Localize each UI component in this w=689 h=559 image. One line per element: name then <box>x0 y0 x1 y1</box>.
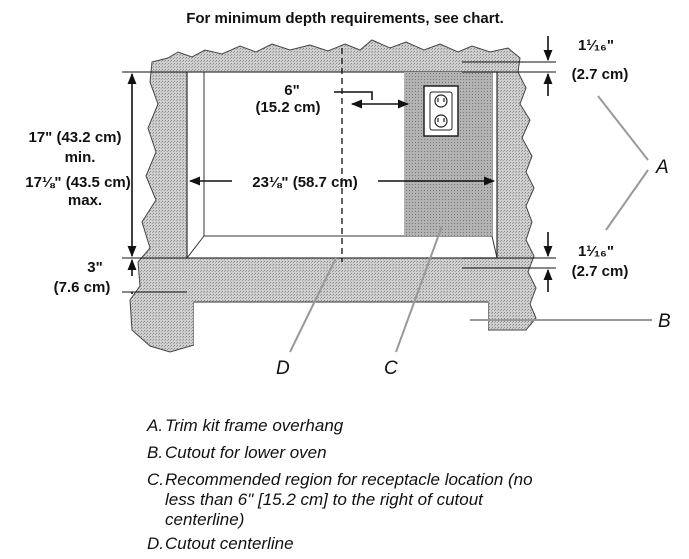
legend-text: Cutout centerline <box>165 534 294 553</box>
legend-text: Trim kit frame overhang <box>165 416 344 435</box>
offset-arrow <box>334 91 373 100</box>
legend-key: A. <box>147 416 164 435</box>
width-label: 23⅛" (58.7 cm) <box>252 174 358 191</box>
callout-a: A <box>655 157 669 178</box>
legend-item-d: D.Cutout centerline <box>147 534 294 554</box>
leader-d <box>289 257 337 353</box>
legend-item-b: B.Cutout for lower oven <box>147 443 327 463</box>
outlet-icon <box>423 85 459 137</box>
height-min-suffix: min. <box>65 149 96 166</box>
legend-key: B. <box>147 443 164 462</box>
legend-item-a: A.Trim kit frame overhang <box>147 416 343 436</box>
offset-inch-label: 6" <box>284 82 299 99</box>
bottom-inch-label: 3" <box>87 259 102 276</box>
lower-oven-cutout <box>194 302 488 362</box>
height-max-label: 17⅛" (43.5 cm) <box>25 174 131 191</box>
overhang-top-label: 1¹⁄₁₆" <box>578 37 614 54</box>
leader-a-top <box>597 95 649 161</box>
callout-d: D <box>276 358 290 379</box>
height-max-suffix: max. <box>68 192 102 209</box>
overhang-bottom-metric-label: (2.7 cm) <box>572 263 629 280</box>
bottom-cm-label: (7.6 cm) <box>54 279 111 296</box>
offset-cm-label: (15.2 cm) <box>255 99 320 116</box>
legend-text: Recommended region for receptacle locati… <box>165 470 533 529</box>
callout-b: B <box>658 311 671 332</box>
diagram-heading: For minimum depth requirements, see char… <box>186 10 504 27</box>
leader-a-bottom <box>605 169 649 231</box>
callout-c: C <box>384 358 398 379</box>
legend-text: Cutout for lower oven <box>165 443 327 462</box>
legend-key: C. <box>147 470 164 489</box>
overhang-top-metric-label: (2.7 cm) <box>572 66 629 83</box>
leader-c <box>395 225 443 353</box>
legend-item-c: C.Recommended region for receptacle loca… <box>147 470 555 530</box>
legend-key: D. <box>147 534 164 553</box>
height-min-label: 17" (43.2 cm) <box>29 129 122 146</box>
overhang-bottom-label: 1¹⁄₁₆" <box>578 243 614 260</box>
